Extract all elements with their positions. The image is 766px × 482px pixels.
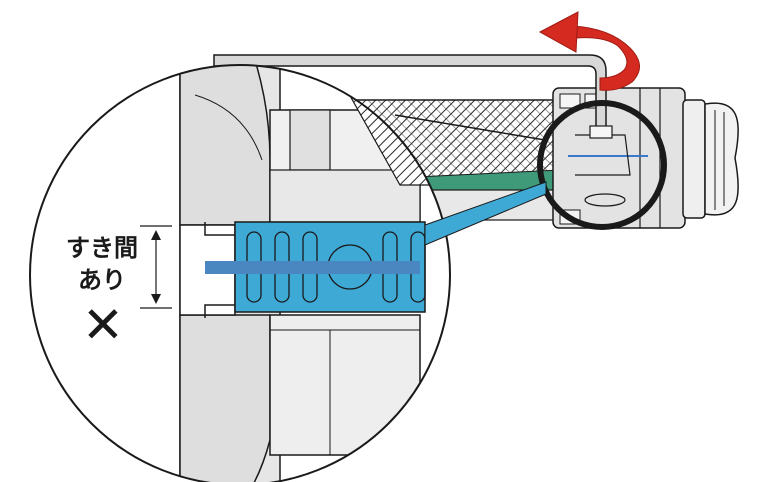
tool-shank-stripe (205, 261, 420, 274)
gap-label-line1: すき間 (66, 234, 138, 262)
detail-focus-circle (537, 100, 667, 230)
connector-line (394, 114, 546, 141)
gap-label-line2: あり (78, 266, 126, 294)
gap-present-label: すき間 あり (62, 232, 142, 296)
curved-arrow-icon (538, 11, 640, 91)
connector-wedge (424, 181, 547, 246)
gap-dimension (140, 225, 172, 309)
hex-key-icon (213, 54, 613, 139)
holder-flange (682, 99, 706, 219)
cross-mark-icon: ✕ (82, 296, 124, 354)
